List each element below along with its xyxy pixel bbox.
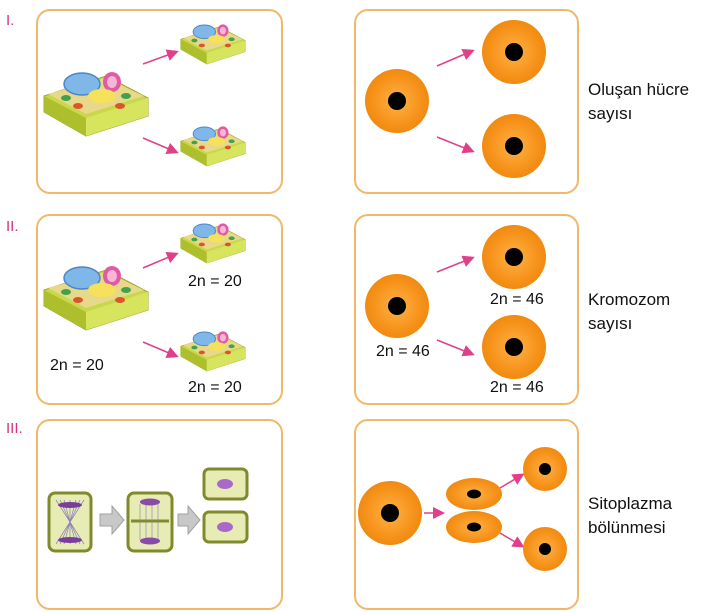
description-1: Oluşan hücre sayısı [588,78,689,126]
animal-parent-cell-1 [365,69,429,133]
arrow-1d [436,136,475,154]
animal-parent-cell-2 [365,274,429,338]
arrow-2d [436,339,475,357]
description-1-line-2: sayısı [588,104,633,123]
arrow-3b [499,473,525,489]
arrow-3c [499,532,525,548]
description-2: Kromozom sayısı [588,288,670,336]
arrow-2c [436,255,475,273]
label-animal-child-top: 2n = 46 [490,291,544,308]
description-1-line-1: Oluşan hücre [588,80,690,99]
plant-parent-cell-2 [43,265,149,331]
cytokinesis-stage-3b [202,510,249,544]
animal-child-cell-2b [482,315,546,379]
label-animal-child-bottom: 2n = 46 [490,379,544,396]
description-2-line-1: Kromozom [588,290,671,309]
description-3-line-1: Sitoplazma [588,494,673,513]
plant-parent-cell-1 [43,71,149,137]
label-animal-parent: 2n = 46 [376,343,430,360]
animal-child-cell-3a [523,447,567,491]
label-plant-parent: 2n = 20 [50,357,104,374]
grey-arrow-2 [177,504,201,536]
plant-child-cell-1b [180,125,246,167]
label-plant-child-bottom: 2n = 20 [188,379,242,396]
animal-child-cell-2a [482,225,546,289]
cytokinesis-stage-2 [126,491,174,553]
row-numeral-1: I. [6,12,15,29]
cytokinesis-stage-3a [202,467,249,501]
description-3: Sitoplazma bölünmesi [588,492,672,540]
plant-child-cell-1a [180,23,246,65]
description-2-line-2: sayısı [588,314,633,333]
plant-child-cell-2b [180,330,246,372]
label-plant-child-top: 2n = 20 [188,273,242,290]
animal-child-cell-1b [482,114,546,178]
description-3-line-2: bölünmesi [588,518,666,537]
row-numeral-2: II. [6,218,19,235]
arrow-2a [142,251,179,269]
cytokinesis-stage-1 [47,491,93,553]
animal-child-cell-3b [523,527,567,571]
arrow-1b [142,137,179,155]
grey-arrow-1 [99,504,125,536]
arrow-2b [142,341,179,359]
animal-child-cell-1a [482,20,546,84]
arrow-1a [142,49,179,65]
row-numeral-3: III. [6,420,23,437]
animal-dividing-cell-bottom [446,511,502,543]
animal-parent-cell-3 [358,481,422,545]
arrow-1c [436,49,475,67]
animal-dividing-cell-top [446,478,502,510]
plant-child-cell-2a [180,222,246,264]
